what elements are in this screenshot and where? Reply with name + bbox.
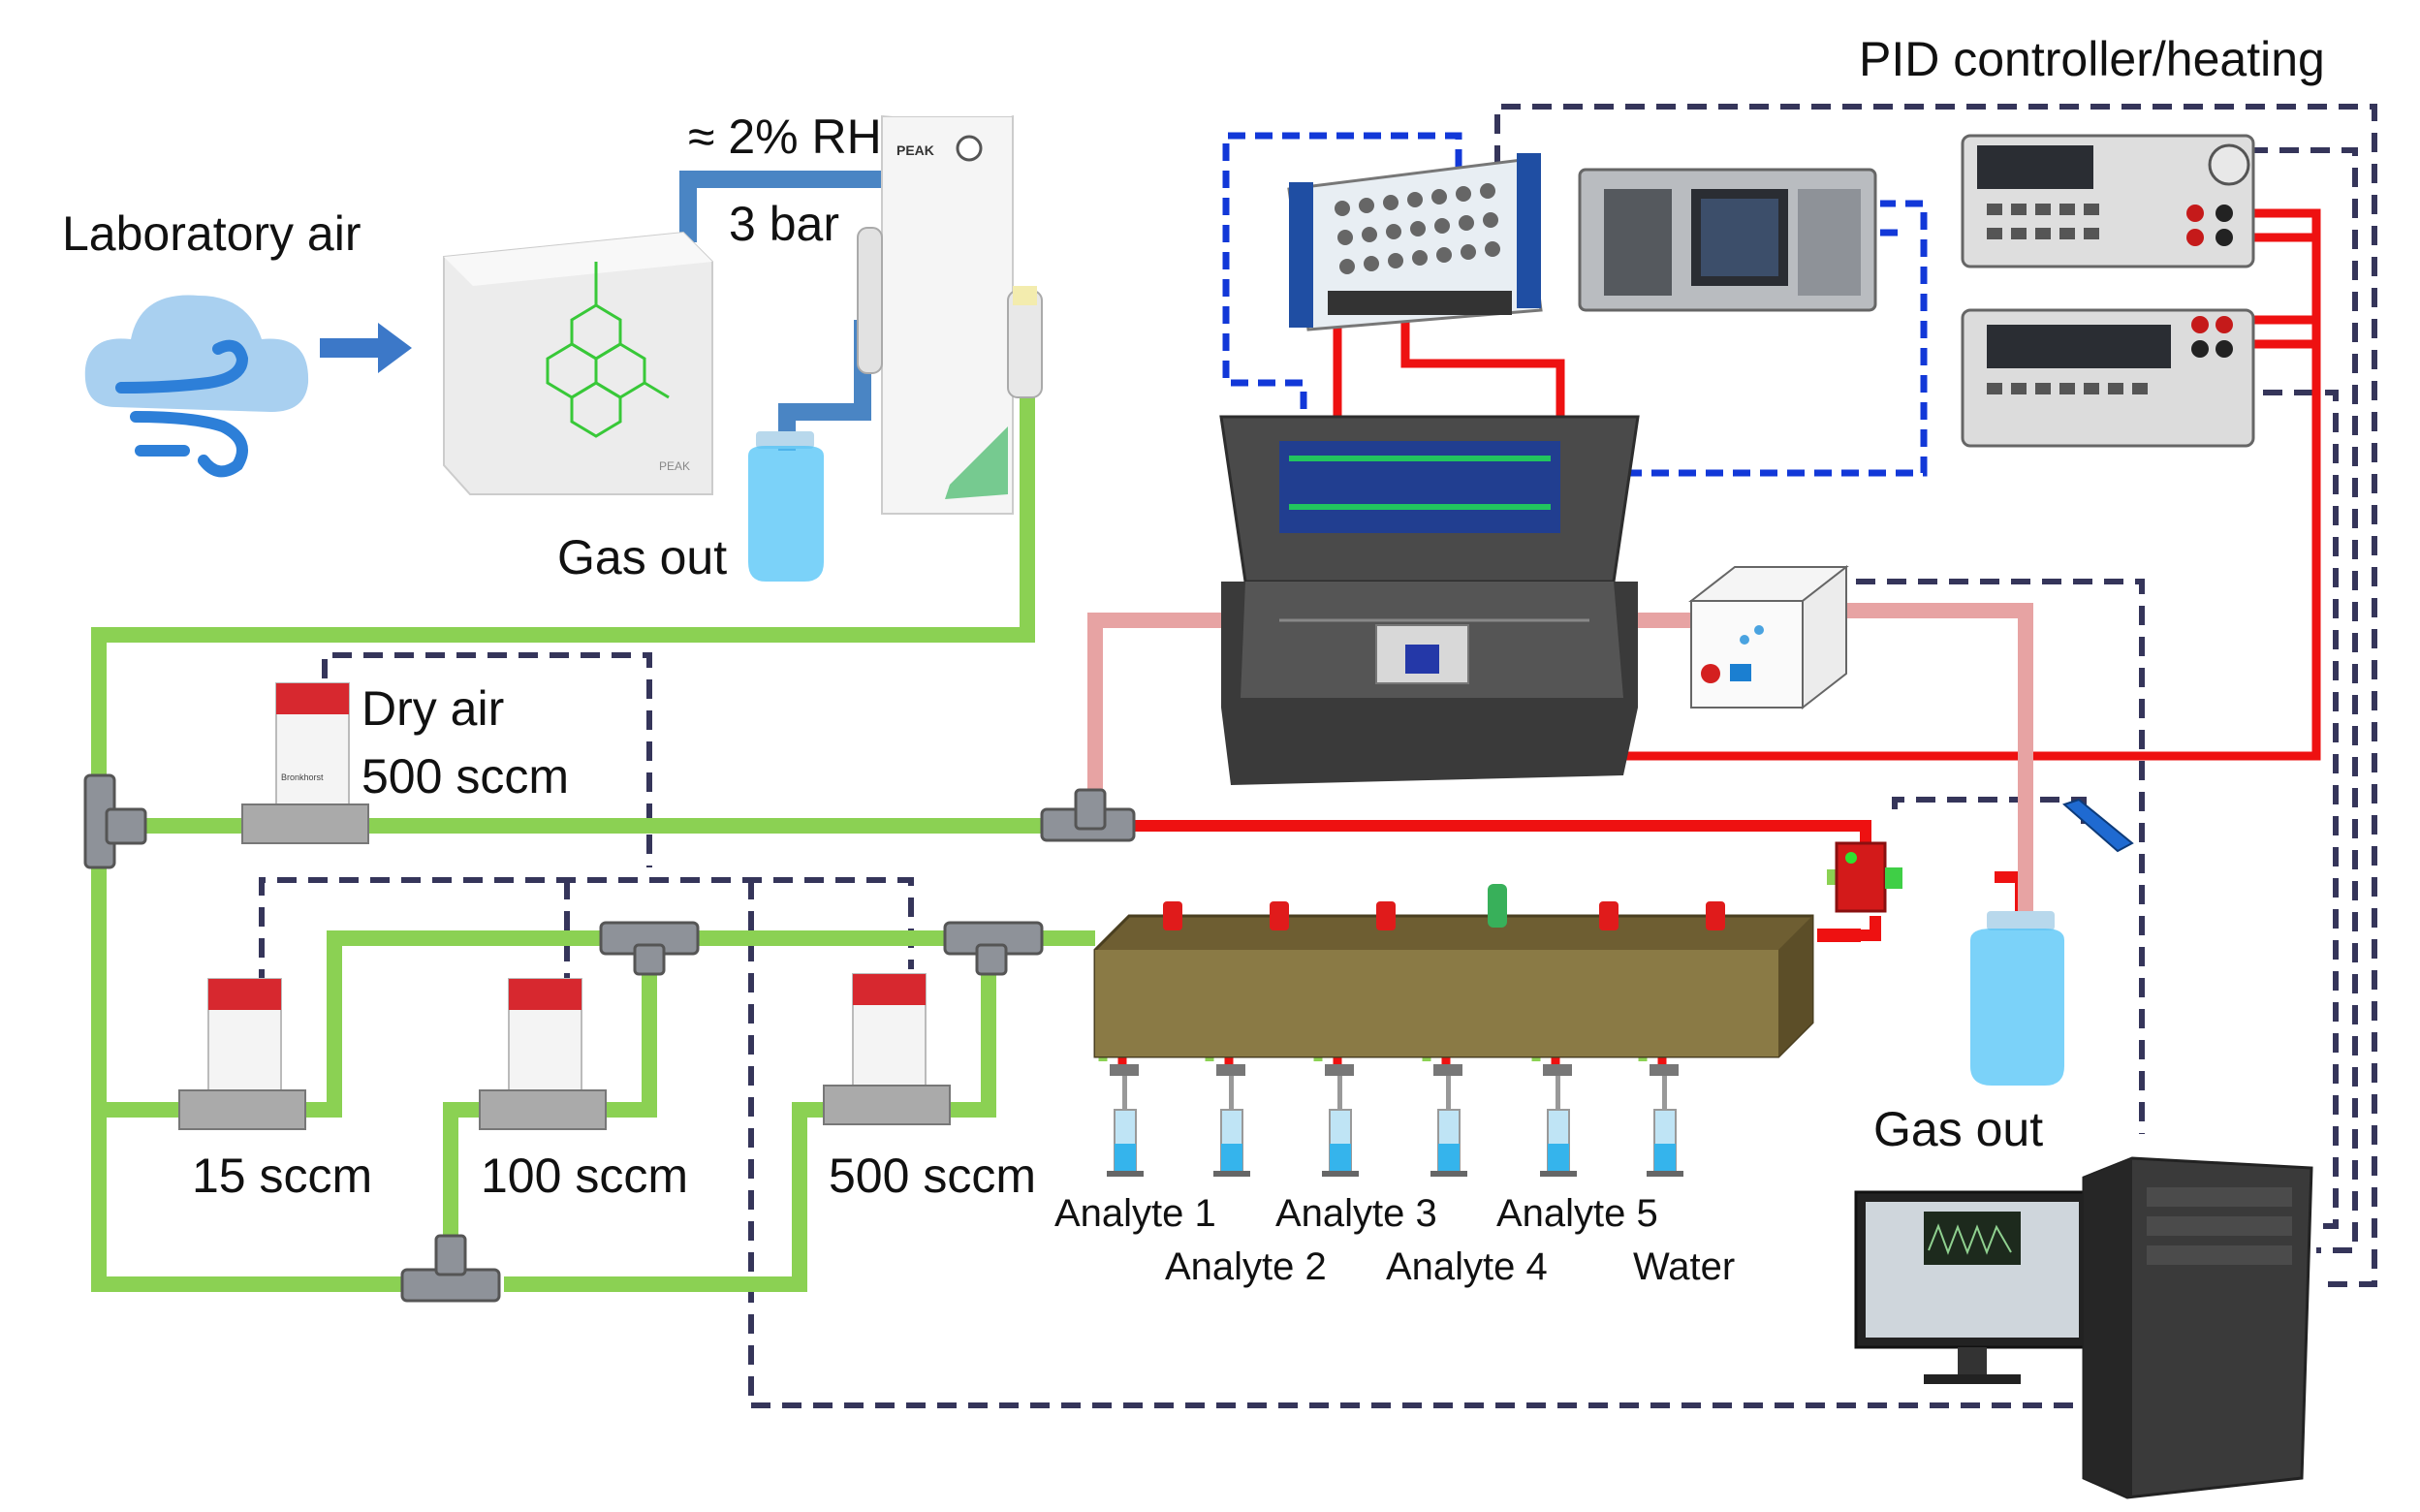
source-meter xyxy=(1578,168,1877,312)
tee-fitting xyxy=(1040,788,1136,842)
analyte-vials xyxy=(1107,1064,1683,1177)
pressure-label: 3 bar xyxy=(729,197,839,251)
laboratory-air-label: Laboratory air xyxy=(62,206,361,261)
svg-text:PEAK: PEAK xyxy=(659,459,690,473)
arrow-right-icon xyxy=(320,323,412,373)
signal-lines xyxy=(259,104,2377,1408)
mfc-500-sccm xyxy=(823,973,951,1125)
controller-board xyxy=(2062,798,2134,853)
vial xyxy=(1647,1064,1683,1177)
gas-out-jar-right xyxy=(1970,911,2064,1086)
tee-fitting xyxy=(400,1234,501,1303)
tee-fitting xyxy=(83,773,147,869)
svg-text:Bronkhorst: Bronkhorst xyxy=(281,772,324,782)
vial xyxy=(1213,1064,1250,1177)
mfc-100-sccm xyxy=(479,978,607,1130)
tee-fitting xyxy=(599,921,700,976)
vial xyxy=(1430,1064,1467,1177)
water-label: Water xyxy=(1633,1245,1735,1288)
analyte-3-label: Analyte 3 xyxy=(1275,1192,1437,1235)
power-supply xyxy=(1961,134,2255,268)
multimeter xyxy=(1961,308,2255,448)
daq-module xyxy=(1287,153,1543,331)
humidity-label: ≈ 2% RH xyxy=(688,110,882,164)
pid-label: PID controller/heating xyxy=(1859,32,2325,86)
fittings xyxy=(83,773,1136,1303)
vial xyxy=(1107,1064,1144,1177)
mfc-15-sccm xyxy=(178,978,306,1130)
mfc-500-label: 500 sccm xyxy=(829,1149,1036,1203)
tee-fitting xyxy=(943,921,1044,976)
daq-lines xyxy=(1222,132,1928,477)
heating-cube xyxy=(1688,564,1849,710)
dry-air-flow-label: 500 sccm xyxy=(361,749,569,803)
air-compressor: PEAK xyxy=(443,231,713,495)
computer-monitor xyxy=(1854,1190,2090,1384)
gas-out-label-right: Gas out xyxy=(1873,1102,2043,1156)
dry-air-label: Dry air xyxy=(361,681,504,736)
cloud-icon xyxy=(84,295,309,478)
air-dryer: PEAK xyxy=(857,107,1043,515)
mfc-dry-air: Bronkhorst xyxy=(241,682,369,844)
vial xyxy=(1322,1064,1359,1177)
analyte-1-label: Analyte 1 xyxy=(1054,1192,1216,1235)
mfc-15-label: 15 sccm xyxy=(192,1149,372,1203)
analyte-2-label: Analyte 2 xyxy=(1165,1245,1327,1288)
labels: PID controller/heating Laboratory air ≈ … xyxy=(62,32,2325,1288)
vial xyxy=(1540,1064,1577,1177)
analyte-4-label: Analyte 4 xyxy=(1386,1245,1548,1288)
analyte-5-label: Analyte 5 xyxy=(1496,1192,1658,1235)
gas-out-label-top: Gas out xyxy=(557,530,727,584)
selector-valve xyxy=(1835,841,1902,913)
gas-out-jar-top xyxy=(748,431,824,582)
computer-tower xyxy=(2082,1156,2313,1499)
mfc-100-label: 100 sccm xyxy=(481,1149,688,1203)
measurement-chamber xyxy=(1219,415,1640,785)
analyte-manifold xyxy=(1093,884,1814,1058)
svg-text:PEAK: PEAK xyxy=(896,142,934,158)
